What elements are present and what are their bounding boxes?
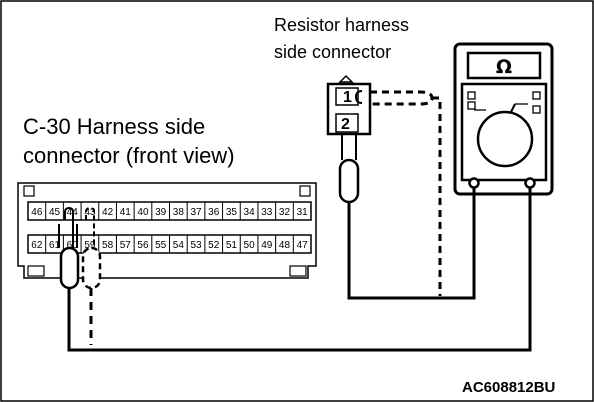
pin-1-hook (354, 90, 363, 104)
connector-pin-1-label: 1 (343, 89, 352, 106)
c30-connector-label-line2: connector (front view) (23, 143, 235, 168)
pin-label-46: 46 (31, 207, 43, 218)
range-mark-1 (467, 91, 476, 100)
pin-label-35: 35 (226, 207, 238, 218)
pin-label-33: 33 (261, 207, 273, 218)
pin-label-59: 59 (84, 240, 96, 251)
pin-label-42: 42 (102, 207, 114, 218)
pin-label-56: 56 (137, 240, 149, 251)
pin-label-43: 43 (84, 207, 96, 218)
pin-label-47: 47 (297, 240, 309, 251)
range-mark-4 (532, 105, 541, 114)
c30-dashed-probe (81, 206, 102, 345)
dashed-probe-pin1 (370, 90, 442, 296)
c30-connector-label-line1: C-30 Harness side (23, 114, 205, 139)
pin-label-61: 61 (49, 240, 61, 251)
probe-jack-right (524, 177, 536, 189)
pin-label-52: 52 (208, 240, 220, 251)
ohm-symbol: Ω (496, 56, 512, 78)
probe-jack-left (468, 177, 480, 189)
c30-bottom-tab-right (289, 265, 307, 277)
pin-label-48: 48 (279, 240, 291, 251)
pin-label-38: 38 (173, 207, 185, 218)
pin-label-53: 53 (190, 240, 202, 251)
pin-label-36: 36 (208, 207, 220, 218)
pin-label-40: 40 (137, 207, 149, 218)
pin-label-31: 31 (297, 207, 309, 218)
connector-latch (338, 74, 354, 83)
pin-label-39: 39 (155, 207, 167, 218)
solid-probe-pin2 (338, 134, 476, 300)
pin-label-51: 51 (226, 240, 238, 251)
pin-label-37: 37 (190, 207, 202, 218)
resistor-connector-label-line2: side connector (274, 42, 391, 62)
connector-pin-2-label: 2 (341, 116, 350, 133)
ohmmeter-dial (476, 110, 534, 168)
range-mark-3 (532, 91, 541, 100)
resistor-connector: 1 2 (326, 74, 372, 136)
pin-label-58: 58 (102, 240, 114, 251)
connector-pin-1-cell (335, 87, 359, 106)
pin-label-41: 41 (120, 207, 132, 218)
dial-pointer (510, 103, 516, 113)
pin-label-34: 34 (244, 207, 256, 218)
c30-solid-probe (58, 188, 532, 352)
pin-label-57: 57 (120, 240, 132, 251)
resistor-connector-label-line1: Resistor harness (274, 15, 409, 35)
pin-label-32: 32 (279, 207, 291, 218)
c30-lock-tab-right (299, 185, 311, 197)
ohmmeter-display (466, 51, 542, 80)
pin-label-50: 50 (244, 240, 256, 251)
c30-lock-tab-left (23, 185, 35, 197)
pin-label-62: 62 (31, 240, 43, 251)
ohmmeter: Ω (453, 42, 554, 196)
pin-label-45: 45 (49, 207, 61, 218)
pin-label-54: 54 (173, 240, 185, 251)
range-mark-2 (467, 101, 476, 110)
figure-code: AC608812BU (462, 379, 555, 396)
connector-pin-2-cell (335, 113, 359, 133)
c30-bottom-tab-left (27, 265, 45, 277)
pin-label-49: 49 (261, 240, 273, 251)
pin-label-55: 55 (155, 240, 167, 251)
